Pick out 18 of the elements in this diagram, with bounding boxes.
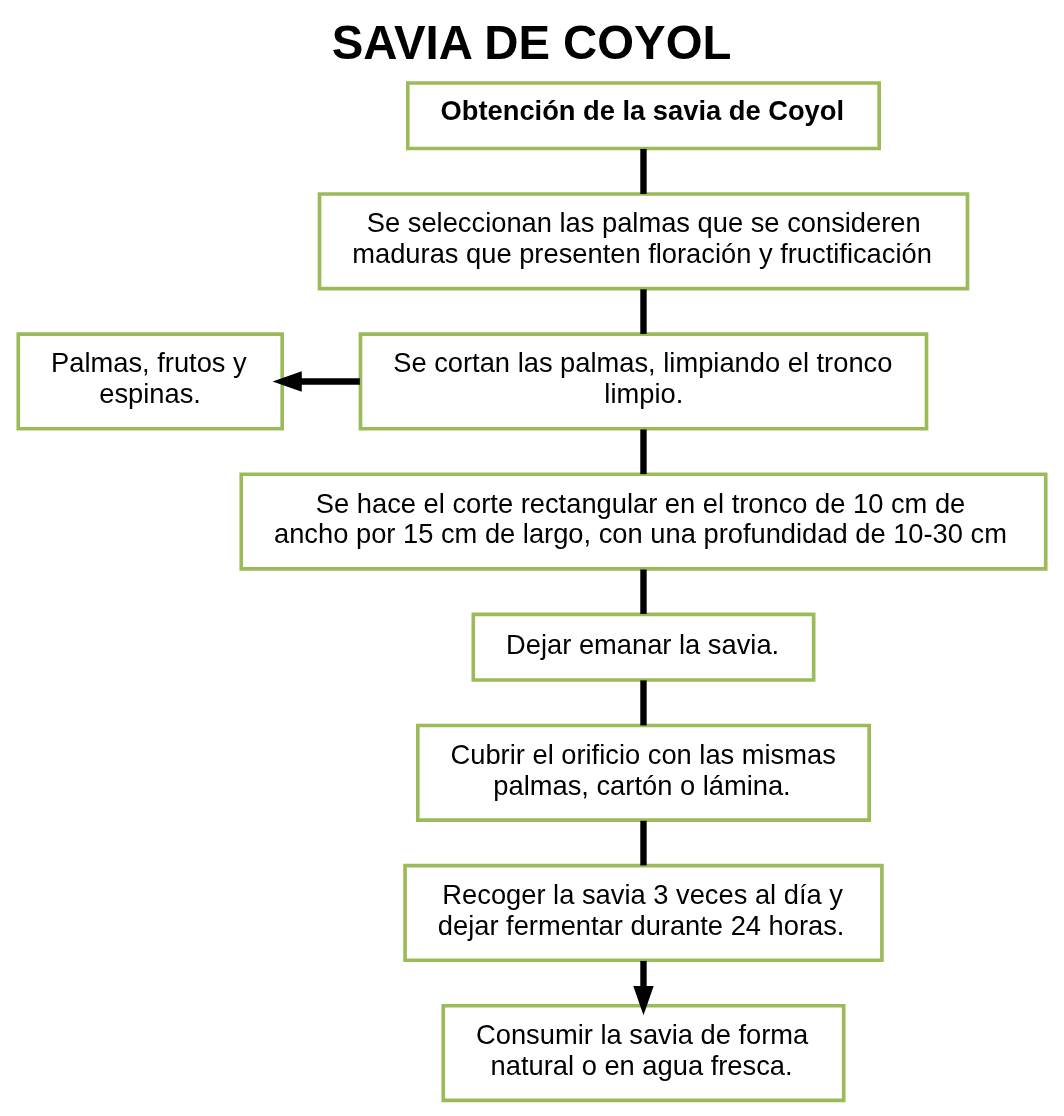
connector xyxy=(640,148,647,194)
node-box: Se cortan las palmas, limpiando el tronco limpio. xyxy=(358,332,929,431)
node-box: Obtención de la savia de Coyol xyxy=(405,81,881,151)
arrow xyxy=(633,960,654,1016)
diagram-title: SAVIA DE COYOL xyxy=(331,15,732,69)
node-box: Se hace el corte rectangular en el tronco de 10 cm de ancho por 15 cm de largo, con una profundidad de 10-30 cm xyxy=(239,472,1048,571)
arrow xyxy=(272,371,360,392)
node-box: Recoger la savia 3 veces al día y dejar fermentar durante 24 horas. xyxy=(403,863,884,963)
node-box: Consumir la savia de forma natural o en agua fresca. xyxy=(441,1003,846,1103)
node-box: Se seleccionan las palmas que se consideren maduras que presenten floración y fructificación xyxy=(317,192,970,291)
node-box: Palmas, frutos y espinas. xyxy=(16,332,284,431)
connector xyxy=(640,820,647,866)
connector xyxy=(640,429,647,475)
node-box: Cubrir el orificio con las mismas palmas, cartón o lámina. xyxy=(415,723,871,822)
node-box: Dejar emanar la savia. xyxy=(471,612,816,682)
connector xyxy=(640,680,647,726)
connector xyxy=(640,289,647,334)
connector xyxy=(640,569,647,614)
